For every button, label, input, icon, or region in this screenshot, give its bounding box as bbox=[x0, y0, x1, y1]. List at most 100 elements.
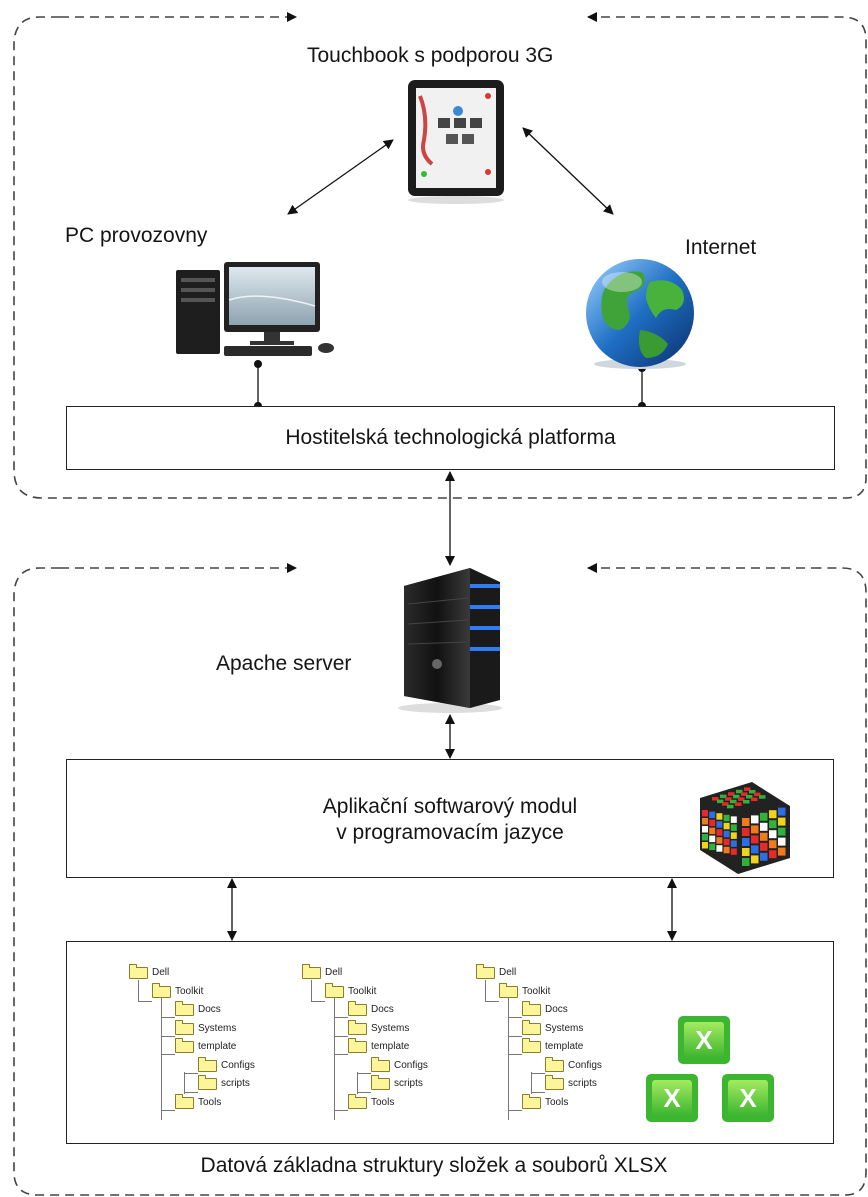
cube-facelet bbox=[760, 852, 768, 861]
cube-facelet bbox=[730, 799, 737, 804]
top-dashed-frame bbox=[13, 12, 867, 499]
tablet-label: Touchbook s podporou 3G bbox=[307, 44, 554, 67]
tree-connector-line bbox=[311, 980, 312, 1002]
tree-connector-line bbox=[184, 1092, 198, 1093]
tree-connector-line bbox=[184, 1073, 198, 1074]
pc-connector bbox=[254, 360, 262, 410]
cube-facelet bbox=[709, 811, 716, 819]
folder-icon bbox=[348, 1093, 367, 1109]
cube-facelet bbox=[702, 826, 708, 833]
tree-connector-line bbox=[161, 1036, 175, 1037]
cube-facelet bbox=[723, 846, 730, 854]
excel-file-icon: X bbox=[646, 1074, 698, 1122]
cube-facelet bbox=[743, 800, 750, 804]
cube-facelet bbox=[742, 818, 750, 826]
cube-facelet bbox=[722, 802, 729, 806]
folder-icon bbox=[175, 1038, 194, 1053]
folder-tree-item: Tools bbox=[371, 1096, 395, 1108]
cube-facelet bbox=[723, 822, 730, 830]
cube-facelet bbox=[769, 820, 777, 829]
folder-tree-item: template bbox=[545, 1041, 584, 1052]
folder-icon bbox=[545, 1075, 564, 1090]
tree-connector-line bbox=[485, 980, 486, 1002]
cube-facelet bbox=[730, 840, 737, 847]
cube-facelet bbox=[751, 845, 759, 854]
cube-facelet bbox=[709, 827, 716, 835]
folder-icon bbox=[522, 1019, 541, 1035]
folder-tree-item: Dell bbox=[152, 967, 170, 978]
cube-facelet bbox=[723, 814, 730, 822]
cube-facelet bbox=[760, 812, 768, 821]
cube-facelet bbox=[733, 794, 740, 799]
tree-connector-line bbox=[531, 1092, 545, 1093]
cube-facelet bbox=[751, 855, 759, 864]
cube-facelet bbox=[709, 819, 716, 827]
cube-facelet bbox=[751, 815, 759, 824]
tree-connector-line bbox=[357, 1092, 371, 1093]
cube-facelet bbox=[746, 795, 753, 799]
folder-icon bbox=[348, 1001, 367, 1016]
cube-facelet bbox=[716, 829, 723, 836]
cube-facelet bbox=[751, 835, 759, 844]
folder-tree-item: Dell bbox=[325, 967, 343, 978]
folder-icon bbox=[175, 1093, 194, 1109]
cube-facelet bbox=[741, 792, 748, 796]
rubiks-cube-icon bbox=[700, 782, 790, 874]
cube-facelet bbox=[730, 832, 737, 839]
folder-tree-item: Configs bbox=[221, 1059, 255, 1071]
tree-connector-line bbox=[138, 980, 139, 1002]
folder-tree-item: Docs bbox=[198, 1004, 221, 1015]
module-box: Aplikační softwarový modul v programovac… bbox=[66, 759, 834, 878]
cube-facelet bbox=[769, 840, 777, 849]
globe-icon bbox=[586, 259, 694, 369]
pc-label: PC provozovny bbox=[65, 224, 208, 247]
tree-connector-line bbox=[508, 1036, 522, 1037]
cube-facelet bbox=[778, 817, 786, 826]
folder-tree-item: Docs bbox=[371, 1004, 394, 1015]
cube-facelet bbox=[778, 837, 786, 846]
tree-connector-line bbox=[161, 1017, 175, 1018]
folder-tree-item: scripts bbox=[221, 1078, 250, 1089]
folder-icon bbox=[175, 1001, 194, 1016]
server-label: Apache server bbox=[216, 652, 352, 675]
cube-facelet bbox=[702, 834, 708, 841]
data-box-caption: Datová základna struktury složek a soubo… bbox=[200, 1154, 668, 1177]
cube-facelet bbox=[742, 828, 750, 836]
cube-facelet bbox=[723, 838, 730, 846]
arrow-tablet-pc bbox=[287, 139, 394, 215]
cube-facelet bbox=[702, 818, 708, 825]
cube-facelet bbox=[730, 816, 737, 823]
internet-label: Internet bbox=[685, 236, 757, 259]
folder-icon bbox=[499, 982, 518, 998]
module-box-line1: Aplikační softwarový modul bbox=[322, 795, 578, 818]
cube-facelet bbox=[742, 858, 750, 866]
tree-connector-line bbox=[161, 1110, 175, 1111]
cube-facelet bbox=[778, 807, 786, 816]
svg-text:X: X bbox=[663, 1083, 681, 1113]
cube-facelet bbox=[716, 821, 723, 828]
folder-tree-item: scripts bbox=[394, 1078, 423, 1089]
bottom-dashed-frame bbox=[13, 563, 867, 1196]
arrow-tablet-internet bbox=[522, 127, 614, 215]
folder-tree-item: Toolkit bbox=[175, 985, 204, 997]
tree-connector-line bbox=[508, 1017, 522, 1018]
tree-connector-line bbox=[334, 1036, 348, 1037]
platform-box-label: Hostitelská technologická platforma bbox=[285, 426, 616, 449]
tree-connector-line bbox=[184, 1072, 185, 1094]
tree-connector-line bbox=[357, 1072, 358, 1094]
cube-facelet bbox=[736, 789, 743, 794]
folder-tree-item: Systems bbox=[198, 1022, 237, 1034]
cube-facelet bbox=[751, 797, 758, 802]
folder-icon bbox=[302, 964, 321, 979]
cube-facelet bbox=[742, 848, 750, 856]
cube-facelet bbox=[730, 848, 737, 855]
tree-connector-line bbox=[334, 1054, 348, 1055]
cube-facelet bbox=[769, 810, 777, 819]
cube-facelet bbox=[735, 802, 742, 806]
folder-tree-item: Dell bbox=[499, 967, 517, 978]
platform-box: Hostitelská technologická platforma bbox=[66, 406, 835, 470]
folder-icon bbox=[198, 1075, 217, 1090]
folder-tree-item: Configs bbox=[568, 1059, 602, 1071]
cube-facelet bbox=[754, 792, 761, 797]
cube-facelet bbox=[760, 832, 768, 841]
